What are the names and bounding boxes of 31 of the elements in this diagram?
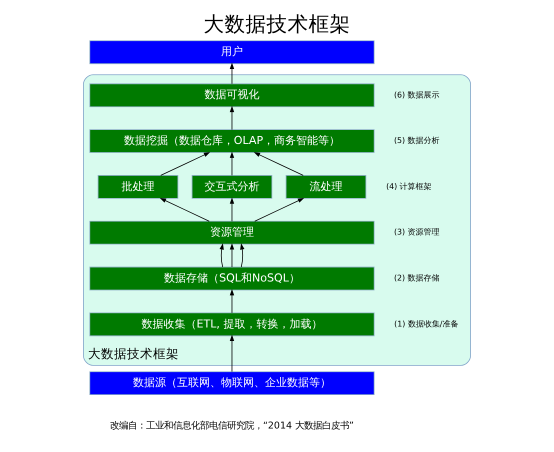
node-box: 用户	[89, 40, 375, 64]
arrow	[230, 62, 234, 84]
arrow	[240, 243, 244, 268]
node-label: (3) 资源管理	[394, 228, 440, 237]
node-label: (1) 数据收集/准备	[394, 319, 458, 328]
node-box: 流处理	[286, 175, 366, 199]
node-label: (4) 计算框架	[386, 182, 432, 191]
node-box: 数据存储（SQL和NoSQL）	[89, 266, 375, 290]
node-box: 数据源（互联网、物联网、企业数据等）	[89, 371, 375, 396]
node-box: 数据收集（ETL, 提取，转换，加载）	[89, 312, 375, 336]
node-box: 交互式分析	[192, 175, 272, 199]
arrow	[254, 152, 304, 176]
arrow	[160, 152, 210, 176]
arrow	[220, 243, 224, 268]
arrow	[230, 197, 234, 222]
arrow	[230, 152, 234, 176]
node-label: (5) 数据分析	[394, 136, 440, 146]
node-box: 资源管理	[89, 220, 375, 245]
node-box: 数据可视化	[89, 83, 375, 108]
arrow	[230, 243, 234, 268]
node-box: 批处理	[98, 175, 178, 199]
node-label: (2) 数据存储	[394, 274, 440, 282]
arrow	[160, 198, 210, 222]
arrow	[230, 289, 234, 314]
node-label: (6) 数据展示	[394, 90, 440, 100]
diagram-title: 大数据技术框架	[204, 12, 350, 36]
caption: 改编自：工业和信息化部电信研究院，“2014 大数据白皮书”	[110, 420, 354, 432]
arrow	[230, 106, 234, 130]
arrow	[254, 198, 304, 222]
node-box: 数据挖掘（数据仓库，OLAP，商务智能等）	[89, 129, 375, 153]
arrow	[230, 334, 234, 372]
